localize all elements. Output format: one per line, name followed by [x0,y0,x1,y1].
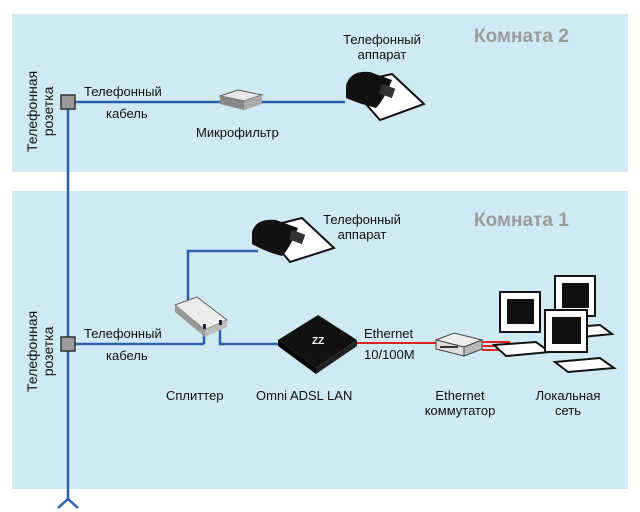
room1-phone-icon [252,216,336,264]
phone-label-line2: аппарат [337,227,387,242]
lan-label-line2: сеть [554,403,582,418]
lan-label: Локальная сеть [518,388,618,418]
room2-cable-label-line2: кабель [106,106,148,121]
lan-computers-icon [491,275,617,374]
phone-label-line1: Телефонный [323,212,401,227]
room1-socket-icon [60,336,76,352]
computer-icon-3 [544,309,617,374]
room2-phone-label: Телефонный аппарат [332,32,432,62]
socket-label-line2: розетка [40,326,56,377]
phone-label-line1: Телефонный [343,32,421,47]
ethernet-switch-icon [434,332,484,357]
ethernet-link-label: Ethernet 10/100M [364,326,415,362]
microfilter-label: Микрофильтр [196,125,279,140]
lan-label-line1: Локальная [535,388,601,403]
socket-label-line1: Телефонная [24,70,40,152]
socket-label-line1: Телефонная [24,310,40,392]
room-1-title: Комната 1 [474,210,569,231]
adsl-modem-icon: ZZ [278,315,357,374]
room2-phone-icon [346,71,426,122]
line-end-arrow-icon [57,497,79,509]
microfilter-icon [218,89,264,110]
room2-cable-label-line1: Телефонный [84,84,162,99]
room-2-title: Комната 2 [474,26,569,47]
room2-socket-label: Телефонная розетка [24,71,56,152]
splitter-phone-line [186,249,258,304]
splitter-icon [174,296,228,337]
room1-socket-label: Телефонная розетка [24,311,56,392]
splitter-label: Сплиттер [166,388,224,403]
room2-socket-icon [60,94,76,110]
switch-label: Ethernet коммутатор [410,388,510,418]
svg-text:ZZ: ZZ [312,336,324,347]
room1-cable-label-line2: кабель [106,348,148,363]
phone-label-line2: аппарат [357,47,407,62]
splitter-modem-line [218,326,285,346]
ethernet-link-line2: 10/100M [364,347,415,362]
socket-label-line2: розетка [40,86,56,137]
ethernet-link-line1: Ethernet [364,326,414,341]
modem-label: Omni ADSL LAN [256,388,353,403]
room1-cable-label-line1: Телефонный [84,326,162,341]
computer-icon-1 [491,291,553,358]
room1-phone-label: Телефонный аппарат [312,212,412,242]
switch-label-line2: коммутатор [424,403,496,418]
switch-label-line1: Ethernet [435,388,485,403]
room-2-panel [12,14,628,172]
